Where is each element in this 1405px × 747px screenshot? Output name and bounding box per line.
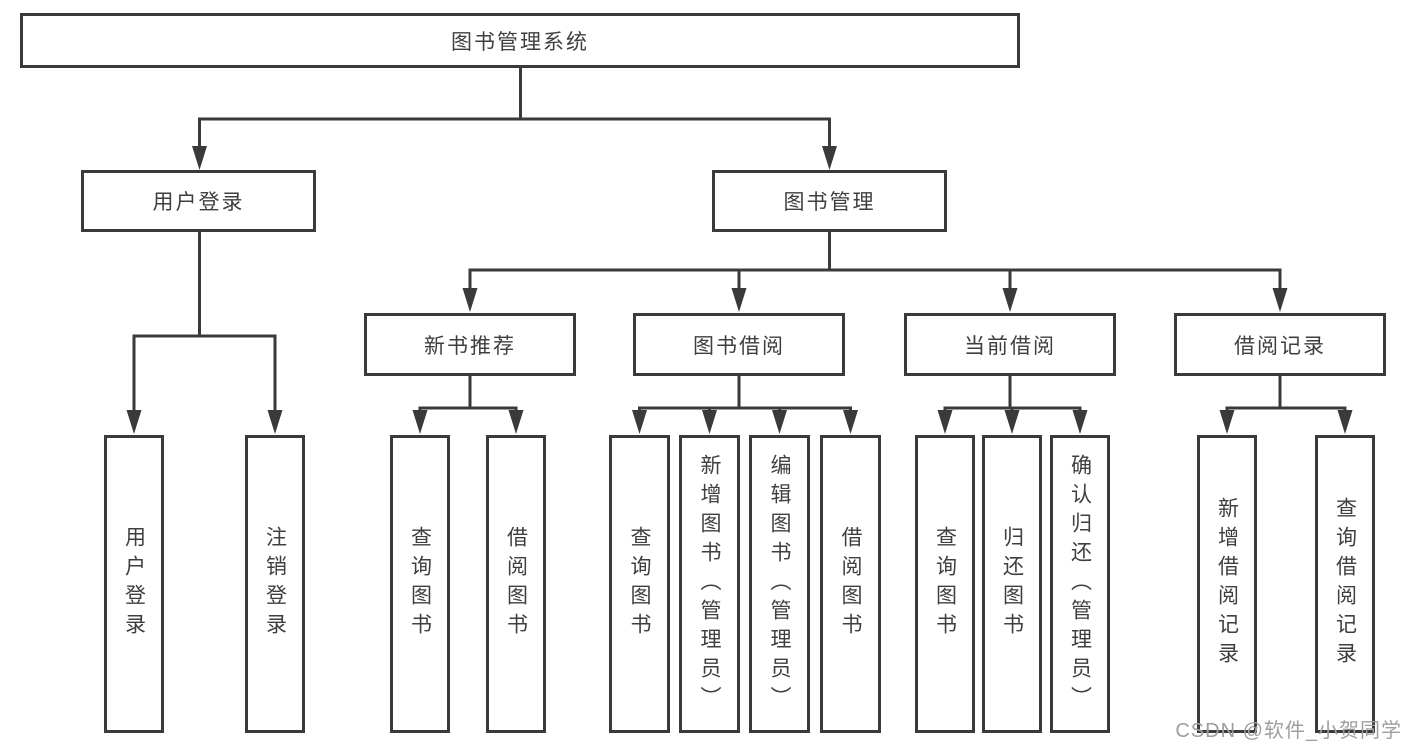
- edges-new-book-recommend-to-leaves: [412, 374, 524, 434]
- leaf-borrow-query-books: 查询图书: [609, 435, 670, 733]
- leaf-borrow-add-books-admin-label: 新增图书（管理员）: [698, 453, 721, 715]
- node-user-login: 用户登录: [81, 170, 316, 232]
- leaf-borrow-add-books-admin: 新增图书（管理员）: [679, 435, 740, 733]
- leaf-recommend-borrow-books: 借阅图书: [486, 435, 546, 733]
- leaf-current-confirm-return-admin: 确认归还（管理员）: [1050, 435, 1110, 733]
- leaf-record-add-borrow-record-label: 新增借阅记录: [1215, 497, 1239, 671]
- leaf-borrow-query-books-label: 查询图书: [628, 526, 651, 642]
- leaf-record-query-borrow-record-label: 查询借阅记录: [1333, 497, 1357, 671]
- node-root: 图书管理系统: [20, 13, 1020, 68]
- leaf-recommend-query-books-label: 查询图书: [408, 526, 432, 642]
- edges-book-borrow-to-leaves: [632, 374, 858, 434]
- leaf-recommend-query-books: 查询图书: [390, 435, 450, 733]
- node-user-login-label: 用户登录: [152, 191, 245, 214]
- leaf-borrow-borrow-books-label: 借阅图书: [839, 526, 862, 642]
- leaf-logout-label: 注销登录: [263, 526, 287, 642]
- node-borrow-record: 借阅记录: [1174, 313, 1386, 376]
- node-current-borrow: 当前借阅: [904, 313, 1116, 376]
- leaf-current-query-books-label: 查询图书: [933, 526, 957, 642]
- node-book-borrow-label: 图书借阅: [693, 334, 785, 358]
- node-current-borrow-label: 当前借阅: [964, 334, 1056, 358]
- node-new-book-recommend-label: 新书推荐: [424, 334, 516, 358]
- edges-user-login-to-leaves: [126, 230, 283, 434]
- leaf-borrow-borrow-books: 借阅图书: [820, 435, 881, 733]
- node-book-management: 图书管理: [712, 170, 947, 232]
- leaf-current-confirm-return-admin-label: 确认归还（管理员）: [1068, 453, 1092, 715]
- node-new-book-recommend: 新书推荐: [364, 313, 576, 376]
- leaf-logout: 注销登录: [245, 435, 305, 733]
- leaf-borrow-edit-books-admin: 编辑图书（管理员）: [749, 435, 810, 733]
- leaf-current-query-books: 查询图书: [915, 435, 975, 733]
- watermark: CSDN @软件_小贺同学: [1175, 720, 1402, 742]
- leaf-current-return-books: 归还图书: [982, 435, 1042, 733]
- leaf-user-login: 用户登录: [104, 435, 164, 733]
- edges-current-borrow-to-leaves: [937, 374, 1088, 434]
- node-book-borrow: 图书借阅: [633, 313, 845, 376]
- leaf-user-login-label: 用户登录: [122, 526, 146, 642]
- node-borrow-record-label: 借阅记录: [1234, 334, 1326, 358]
- edges-root-to-level2: [192, 66, 837, 170]
- node-root-label: 图书管理系统: [451, 30, 589, 54]
- leaf-current-return-books-label: 归还图书: [1000, 526, 1024, 642]
- leaf-record-query-borrow-record: 查询借阅记录: [1315, 435, 1375, 733]
- leaf-recommend-borrow-books-label: 借阅图书: [504, 526, 528, 642]
- node-book-management-label: 图书管理: [783, 191, 876, 214]
- edges-book-management-to-level3: [462, 230, 1288, 312]
- leaf-borrow-edit-books-admin-label: 编辑图书（管理员）: [768, 453, 791, 715]
- leaf-record-add-borrow-record: 新增借阅记录: [1197, 435, 1257, 733]
- edges-borrow-record-to-leaves: [1219, 374, 1353, 434]
